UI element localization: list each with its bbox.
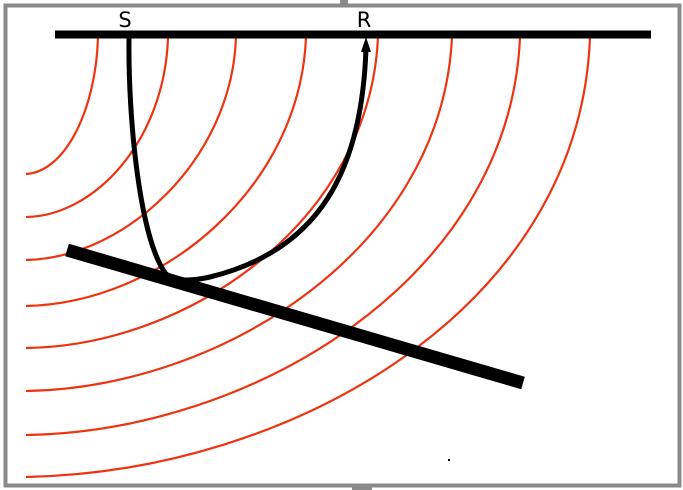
ray-path bbox=[126, 37, 369, 283]
wavefront-7 bbox=[25, 36, 522, 437]
frame-bottom-tick bbox=[352, 485, 372, 490]
stray-mark bbox=[448, 459, 450, 461]
source-label: S bbox=[118, 8, 131, 32]
wavefront-3 bbox=[25, 36, 238, 262]
frame-top-tick bbox=[340, 0, 348, 5]
wavefront-8 bbox=[25, 36, 592, 479]
diagram-frame bbox=[3, 3, 682, 488]
reflector-layer bbox=[65, 243, 525, 390]
ray-arrowhead-icon bbox=[361, 37, 371, 52]
wavefront-6 bbox=[25, 36, 454, 393]
wavefront-2 bbox=[25, 36, 170, 219]
wavefront-4 bbox=[25, 36, 308, 308]
wavefront-1 bbox=[25, 36, 100, 176]
receiver-label: R bbox=[357, 8, 372, 32]
